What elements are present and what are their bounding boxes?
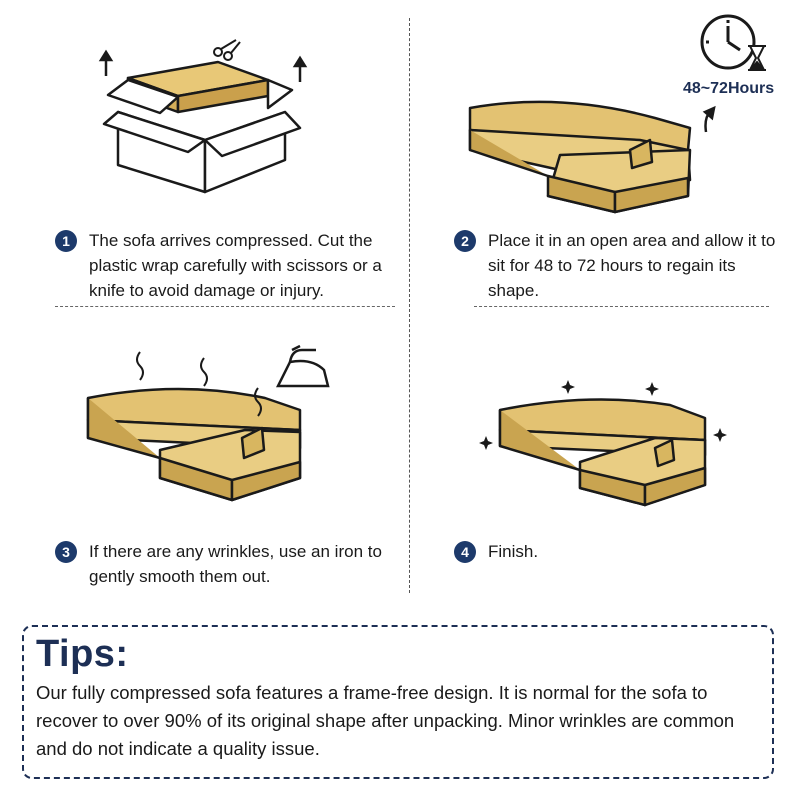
hourglass-icon (748, 45, 766, 71)
tips-body: Our fully compressed sofa features a fra… (36, 682, 735, 759)
step-text: The sofa arrives compressed. Cut the pla… (89, 231, 382, 300)
tips-title: Tips: (36, 633, 129, 675)
steam-icon (136, 351, 262, 417)
sparkle-icon (479, 380, 727, 450)
timer-label: 48~72Hours (683, 80, 775, 97)
clock-icon (700, 14, 756, 70)
arrow-up-icon (98, 49, 308, 82)
step-number-badge: 3 (55, 541, 77, 563)
step-3: 3 If there are any wrinkles, use an iron… (55, 539, 400, 589)
step-2: 2 Place it in an open area and allow it … (454, 228, 784, 303)
step-text: Place it in an open area and allow it to… (488, 231, 776, 300)
step-4: 4 Finish. (454, 539, 754, 564)
step-1: 1 The sofa arrives compressed. Cut the p… (55, 228, 400, 303)
iron-icon (275, 344, 330, 388)
tips-box: Tips: Our fully compressed sofa features… (22, 625, 774, 779)
divider-step-1 (55, 306, 395, 307)
step-number-badge: 2 (454, 230, 476, 252)
step-text: If there are any wrinkles, use an iron t… (89, 542, 382, 586)
divider-step-2 (474, 306, 769, 307)
step-text: Finish. (488, 542, 539, 561)
vertical-divider (409, 18, 410, 593)
scissors-icon (213, 39, 241, 61)
arrow-up-icon (702, 105, 716, 133)
step-number-badge: 1 (55, 230, 77, 252)
step-number-badge: 4 (454, 541, 476, 563)
